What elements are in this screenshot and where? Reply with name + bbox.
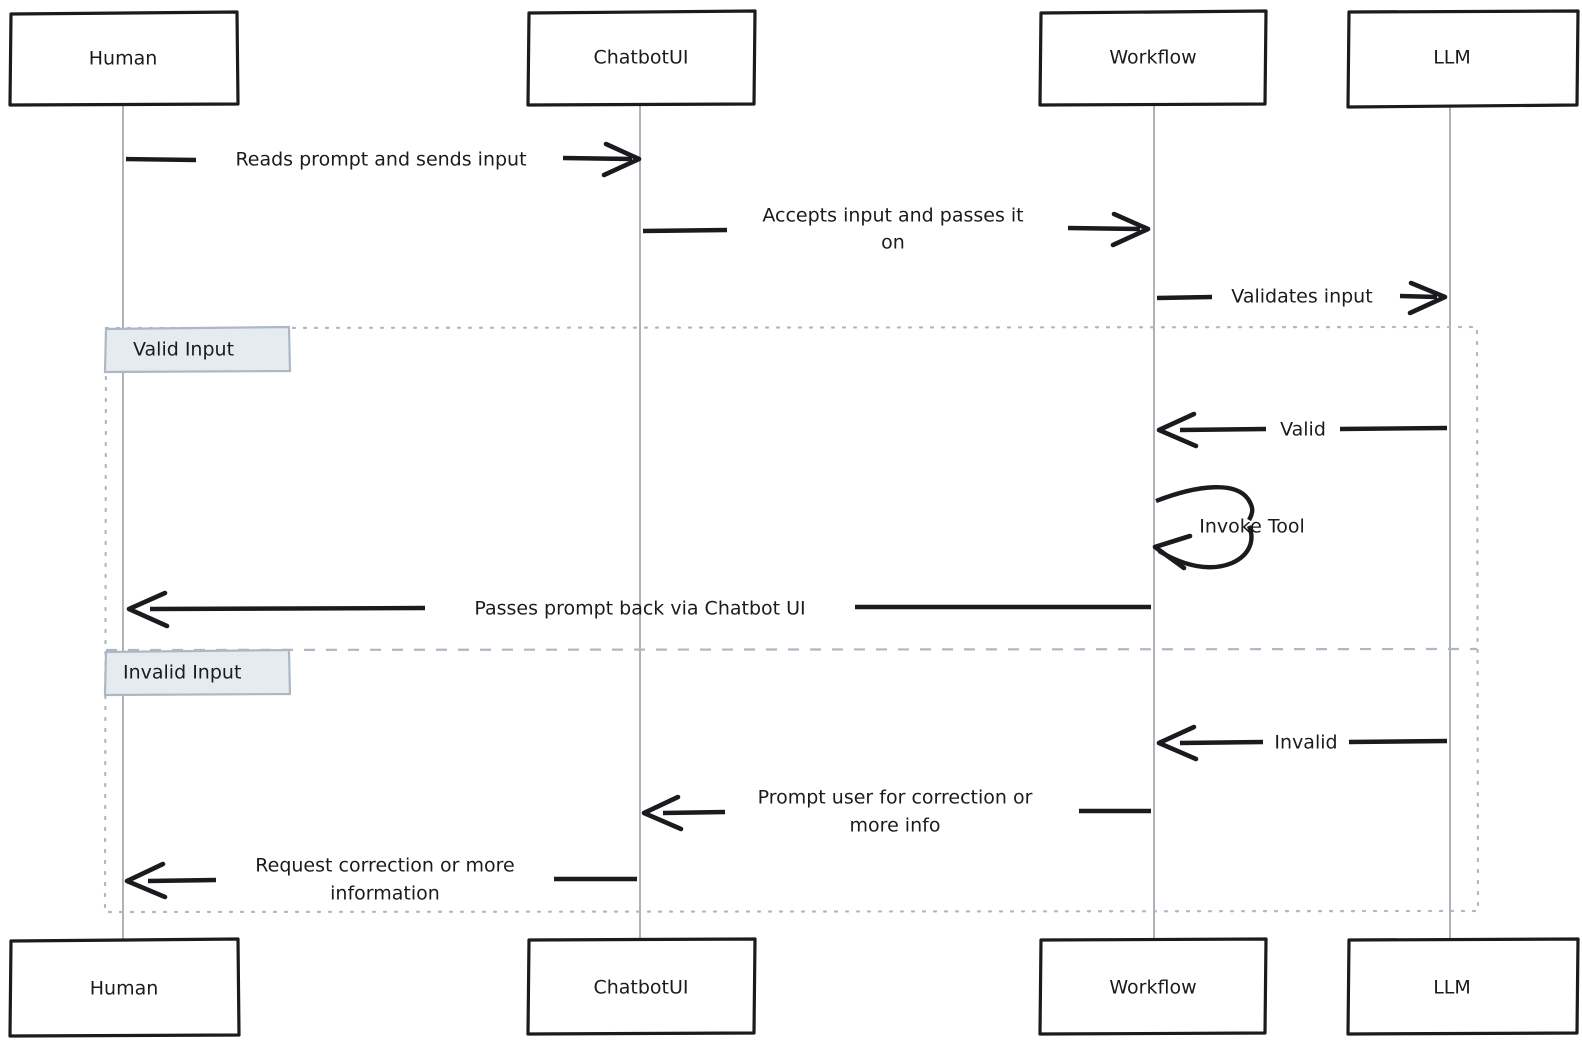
message-label: Invoke Tool [1199,516,1304,538]
arrowhead-right [601,141,642,178]
message-label-line1: Prompt user for correction or [758,787,1033,809]
self-loop-bottom [1157,525,1254,570]
message-request-correction-or-more-information[interactable]: Request correction or more information [124,855,637,905]
message-label: Validates input [1231,286,1372,308]
fragment-tag-label: Invalid Input [123,662,241,684]
message-label: Invalid [1274,732,1337,754]
arrowhead-right [1110,211,1151,248]
message-label-line2: more info [850,815,941,837]
arrowhead-left [1156,724,1199,762]
fragment-valid-input [103,325,1480,914]
self-loop-top [1155,485,1255,522]
actor-box-human-bottom[interactable] [8,937,241,1038]
fragment-tag-label: Valid Input [133,339,234,361]
message-label-line2: on [881,232,905,254]
message-line-right [1399,293,1438,300]
message-invalid[interactable]: Invalid [1156,724,1448,762]
message-reads-prompt-and-sends-input[interactable]: Reads prompt and sends input [125,141,642,178]
arrowhead-right [1407,280,1448,316]
fragment-tag-box [103,648,292,697]
message-line [147,877,217,884]
top-actor-boxes: Human ChatbotUI Workflow LLM [8,9,1580,109]
message-line [662,809,726,816]
actor-label-chatbotui-bottom: ChatbotUI [593,977,688,999]
actor-label-workflow-bottom: Workflow [1109,977,1196,999]
message-line-right [1348,738,1448,745]
actor-box-workflow-top[interactable] [1038,9,1268,107]
actor-box-human-top[interactable] [8,10,240,107]
message-label: Reads prompt and sends input [235,149,526,171]
message-line [125,156,197,163]
arrowhead-left [641,794,684,832]
message-line [1179,426,1267,433]
actor-label-llm-bottom: LLM [1433,977,1471,999]
message-line [642,227,728,234]
fragment-tag-box [103,325,292,374]
arrowhead-left [1152,533,1193,571]
message-line [149,605,426,612]
message-invoke-tool[interactable]: Invoke Tool [1152,485,1305,571]
actor-box-chatbotui-bottom[interactable] [526,937,757,1036]
arrowhead-left [126,590,170,629]
actor-label-human-top: Human [89,48,158,70]
message-label-line1: Accepts input and passes it [762,205,1023,227]
message-line-right [562,155,633,162]
actor-box-llm-bottom[interactable] [1346,937,1580,1036]
bottom-actor-boxes: Human ChatbotUI Workflow LLM [8,937,1580,1038]
message-line-right [1339,425,1448,432]
actor-box-chatbotui-top[interactable] [526,9,757,107]
fragment-tag-invalid-input[interactable]: Invalid Input [103,648,292,697]
lifelines-group [122,105,1451,940]
message-line [1156,294,1213,301]
message-label-line2: information [330,883,440,905]
actor-box-llm-top[interactable] [1346,9,1580,109]
actor-label-chatbotui-top: ChatbotUI [593,47,688,69]
actor-box-workflow-bottom[interactable] [1038,937,1268,1036]
message-label: Passes prompt back via Chatbot UI [474,598,805,620]
message-passes-prompt-back-via-chatbot-ui[interactable]: Passes prompt back via Chatbot UI [126,590,1151,629]
actor-label-human-bottom: Human [90,978,159,1000]
fragment-divider [105,647,1478,652]
fragment-tag-valid-input[interactable]: Valid Input [103,325,292,374]
message-validates-input[interactable]: Validates input [1156,280,1448,316]
message-prompt-user-for-correction[interactable]: Prompt user for correction or more info [641,787,1151,837]
actor-label-workflow-top: Workflow [1109,47,1196,69]
arrowhead-left [1156,411,1199,449]
message-label-line1: Request correction or more [255,855,514,877]
message-line-right [1067,225,1141,232]
message-accepts-input-and-passes-it-on[interactable]: Accepts input and passes it on [642,205,1151,254]
fragment-outline [103,325,1480,914]
message-valid[interactable]: Valid [1156,411,1448,449]
message-label: Valid [1280,419,1326,441]
message-line [1179,739,1264,746]
arrowhead-left [124,861,168,900]
actor-label-llm-top: LLM [1433,47,1471,69]
